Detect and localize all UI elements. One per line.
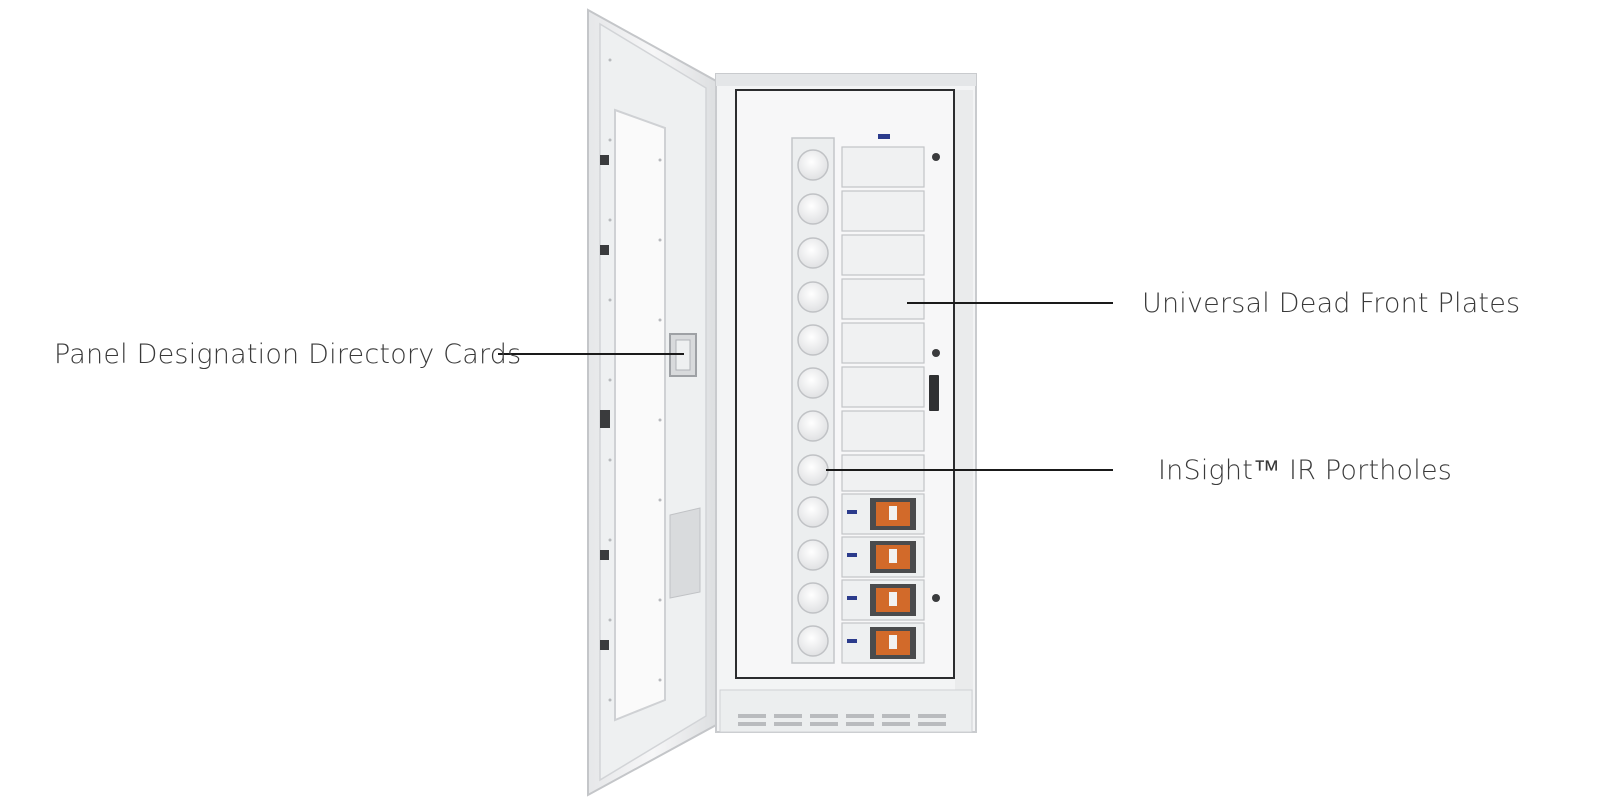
dead-front-plates (841, 146, 925, 492)
cabinet-door (587, 8, 719, 797)
ir-porthole (797, 149, 829, 657)
label-dead-front-plates: Universal Dead Front Plates (1142, 288, 1521, 319)
porthole-column (791, 137, 835, 664)
breaker-plates (841, 493, 925, 664)
label-directory-cards: Panel Designation Directory Cards (54, 339, 522, 370)
label-ir-portholes: InSight™ IR Portholes (1158, 455, 1453, 486)
